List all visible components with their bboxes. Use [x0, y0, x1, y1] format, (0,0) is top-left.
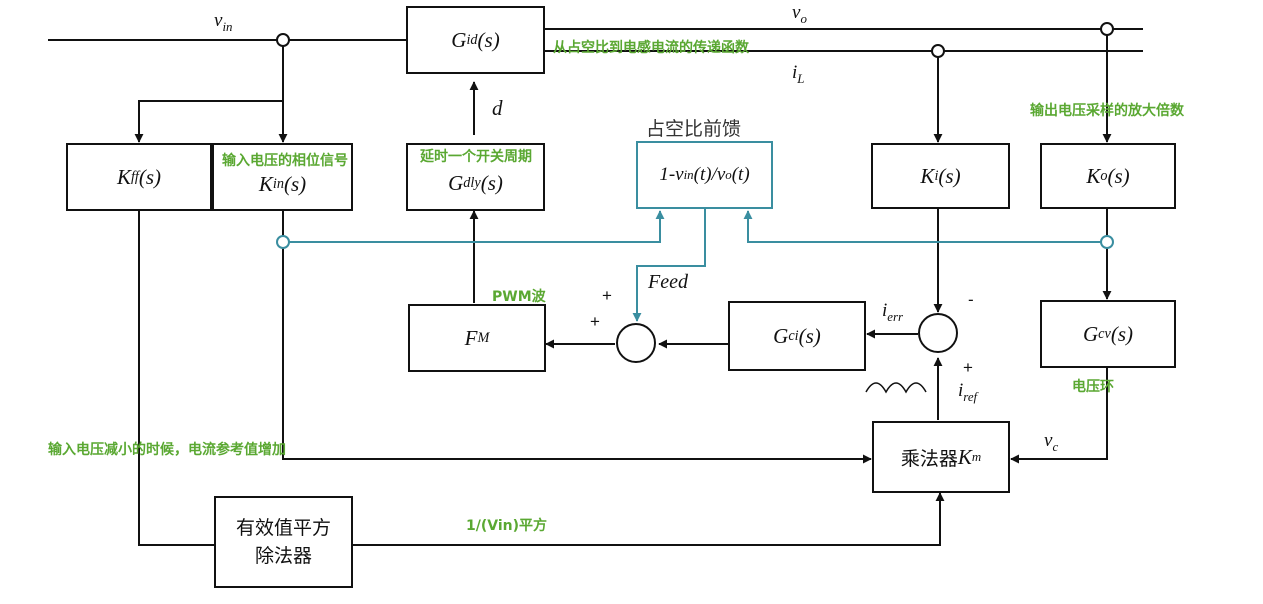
- signal-ierr: ierr: [882, 300, 904, 324]
- wire-rms-to-mult: [353, 492, 945, 546]
- junction-vo: [1100, 22, 1114, 36]
- annotation-inv-vin-sq: 1/(Vin)平方: [466, 518, 548, 534]
- hump-symbol: [865, 382, 927, 394]
- signal-feed: Feed: [648, 271, 688, 293]
- wire-kff-to-rms: [138, 211, 214, 546]
- sign-sum-left-top: +: [602, 286, 612, 305]
- ff-wire-vo: [743, 210, 1107, 243]
- sign-sum-right-bottom: +: [963, 358, 973, 377]
- annotation-gid: 从占空比到电感电流的传递函数: [553, 40, 749, 56]
- annotation-delay: 延时一个开关周期: [420, 149, 532, 165]
- signal-vc: vc: [1044, 430, 1059, 454]
- signal-vo: vo: [792, 2, 807, 26]
- annotation-vo-sample: 输出电压采样的放大倍数: [1030, 103, 1184, 119]
- signal-il: iL: [792, 62, 805, 86]
- annotation-vin-phase: 输入电压的相位信号: [222, 153, 348, 169]
- sign-sum-right-top: -: [968, 290, 974, 309]
- annotation-voltage-loop: 电压环: [1072, 379, 1114, 395]
- sum-junction-current: [918, 313, 958, 353]
- ff-wire-vin: [283, 210, 665, 243]
- signal-iref: iref: [958, 380, 978, 404]
- ff-wire-feed: [632, 209, 706, 322]
- block-rms-divider: 有效值平方 除法器: [214, 496, 353, 588]
- signal-d: d: [492, 96, 503, 120]
- sum-junction-pwm: [616, 323, 656, 363]
- junction-ff-vo: [1100, 235, 1114, 249]
- annotation-pwm: PWM波: [492, 289, 546, 305]
- wire-kin-to-mult: [282, 211, 872, 464]
- wire-vin-to-kff: [134, 100, 283, 143]
- sign-sum-left-bottom: +: [590, 312, 600, 331]
- junction-vin: [276, 33, 290, 47]
- wire-vc: [1010, 368, 1108, 464]
- junction-il: [931, 44, 945, 58]
- annotation-vin-decrease: 输入电压减小的时候，电流参考值增加: [48, 442, 286, 458]
- junction-ff-vin: [276, 235, 290, 249]
- signal-vin: vin: [214, 10, 233, 34]
- feedforward-title: 占空比前馈: [646, 118, 742, 140]
